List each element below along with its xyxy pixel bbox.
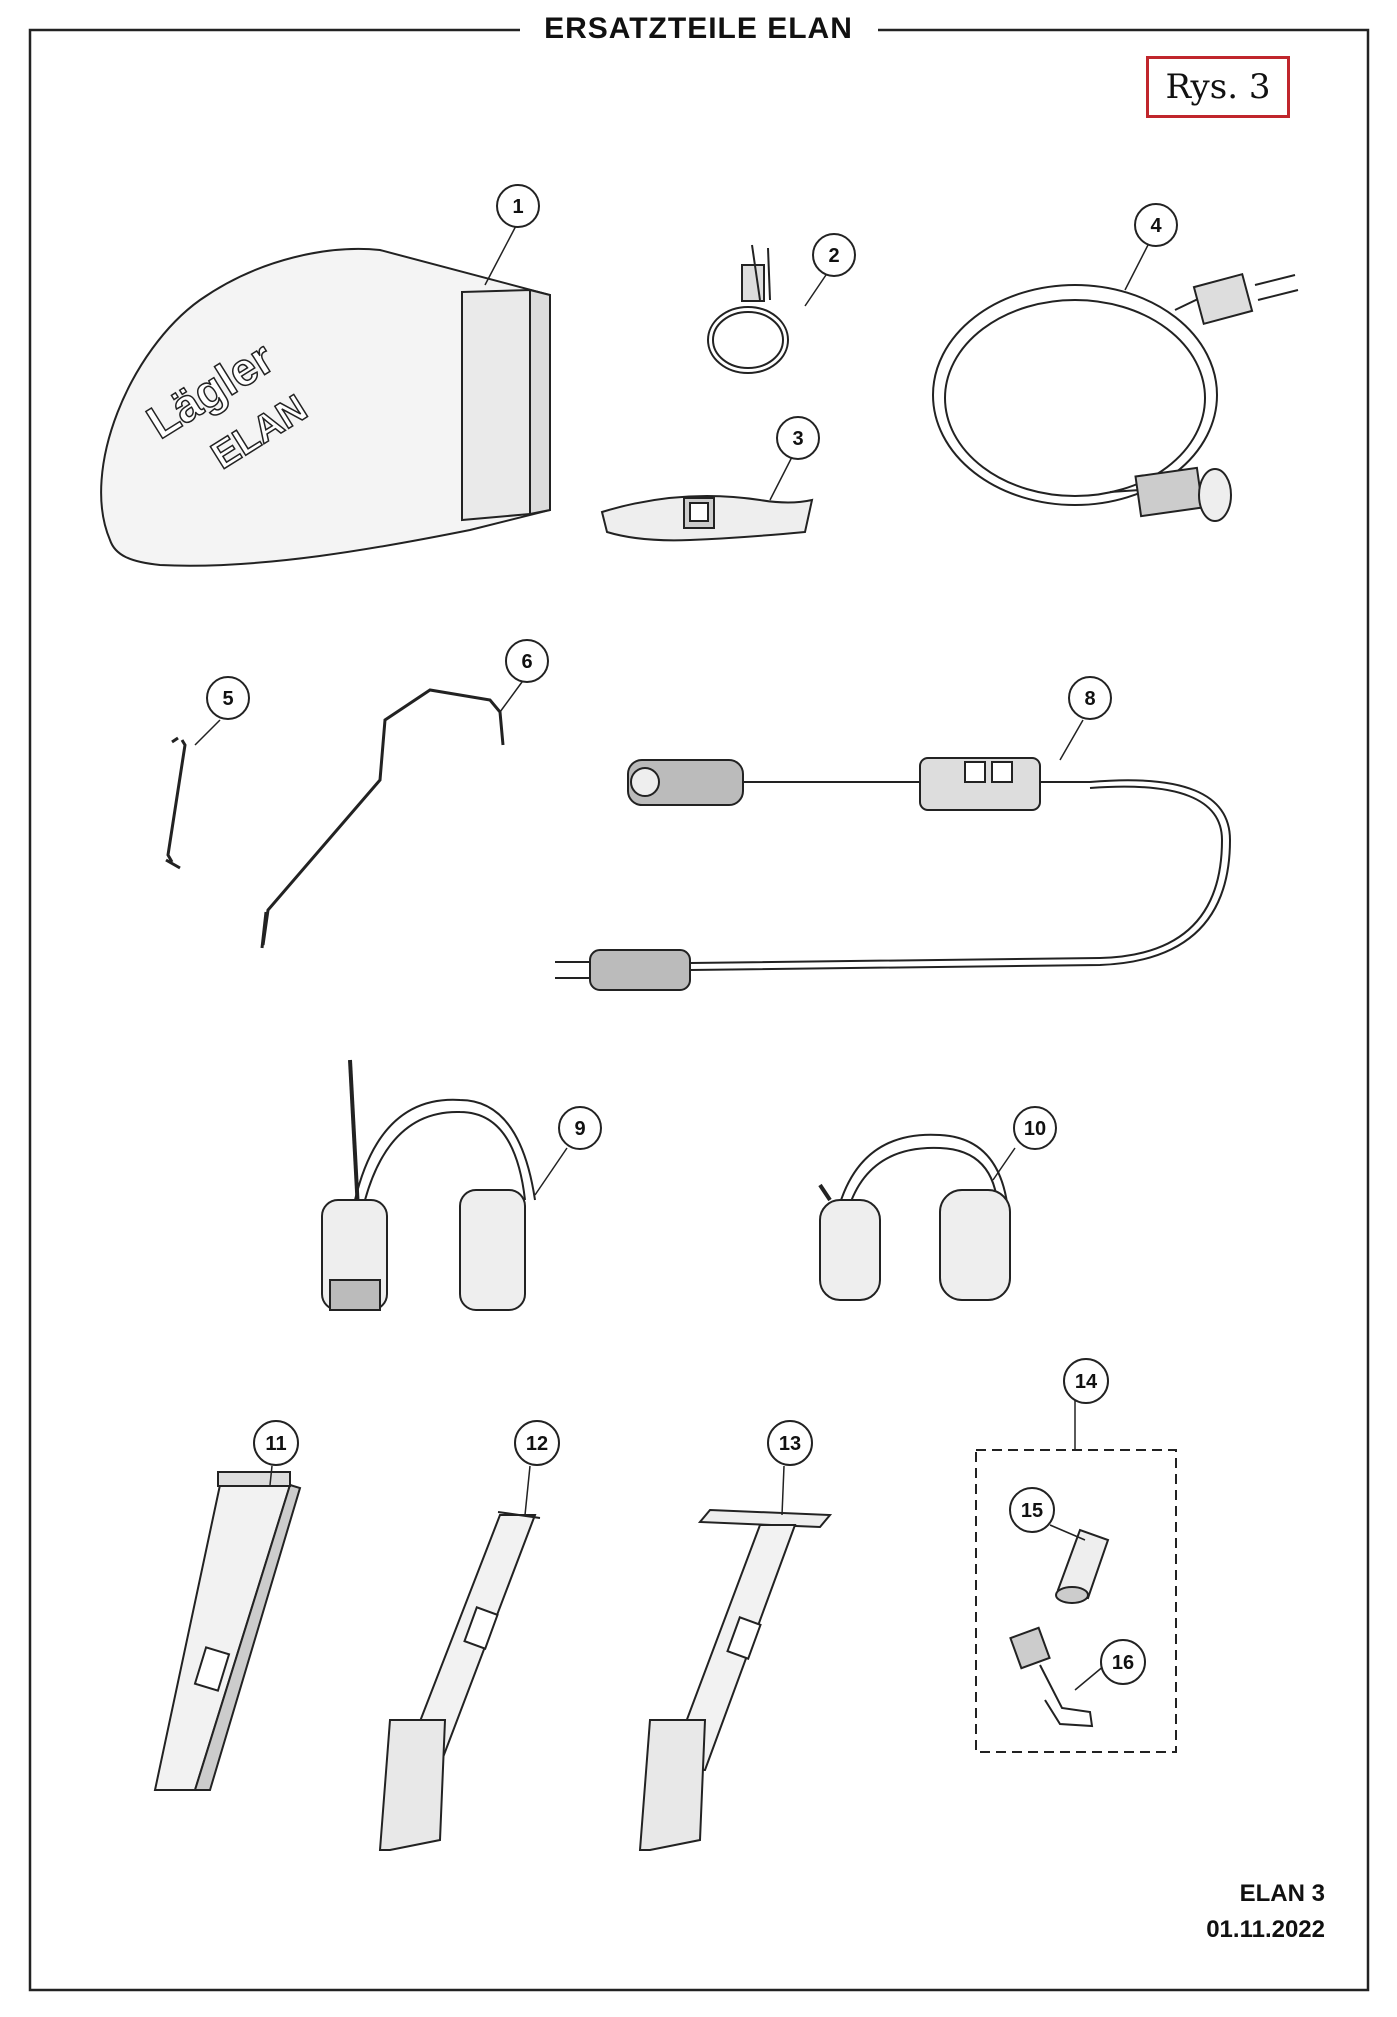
callout-8 bbox=[1068, 676, 1112, 720]
callout-13-label: 13 bbox=[779, 1433, 801, 1455]
part-11-blade bbox=[153, 1471, 302, 1791]
part-3-plate bbox=[600, 495, 814, 542]
part-16-connector bbox=[1009, 1626, 1094, 1728]
callout-2-label: 2 bbox=[828, 245, 839, 267]
part-2-clamp bbox=[707, 244, 789, 374]
callout-12-label: 12 bbox=[526, 1433, 548, 1455]
part-13-holder bbox=[638, 1508, 833, 1851]
callout-2 bbox=[812, 233, 856, 277]
callout-16-label: 16 bbox=[1112, 1652, 1134, 1674]
model-code: ELAN 3 bbox=[1239, 1880, 1325, 1907]
callout-9 bbox=[558, 1106, 602, 1150]
callout-8-label: 8 bbox=[1084, 688, 1095, 710]
callout-5 bbox=[206, 676, 250, 720]
sheet-frame bbox=[28, 28, 1370, 1992]
callout-12 bbox=[514, 1420, 560, 1466]
callout-3-label: 3 bbox=[792, 428, 803, 450]
callout-3 bbox=[776, 416, 820, 460]
leader-lines bbox=[194, 221, 1149, 1691]
callout-6 bbox=[505, 639, 549, 683]
callout-9-label: 9 bbox=[574, 1118, 585, 1140]
callouts bbox=[206, 184, 1178, 1685]
callout-16 bbox=[1100, 1639, 1146, 1685]
callout-labels: 1 2 3 4 5 6 8 9 10 11 12 13 14 15 16 bbox=[222, 196, 1162, 1674]
part-14-set-box bbox=[975, 1449, 1177, 1753]
callout-11 bbox=[253, 1420, 299, 1466]
figure-reference: Rys. 3 bbox=[1146, 56, 1290, 118]
issue-date: 01.11.2022 bbox=[1206, 1916, 1325, 1943]
callout-10 bbox=[1013, 1106, 1057, 1150]
part-6-rod bbox=[260, 688, 505, 949]
callout-4-label: 4 bbox=[1150, 215, 1162, 237]
part-9-headset bbox=[321, 1059, 536, 1311]
document-code: ELAN 3 01.11.2022 bbox=[1206, 1876, 1325, 1948]
part-4-cable bbox=[932, 272, 1299, 522]
callout-4 bbox=[1134, 203, 1178, 247]
callout-14 bbox=[1063, 1358, 1109, 1404]
callout-14-label: 14 bbox=[1075, 1371, 1098, 1393]
sheet-title: ERSATZTEILE ELAN bbox=[0, 12, 1397, 46]
callout-6-label: 6 bbox=[521, 651, 532, 673]
callout-1 bbox=[496, 184, 540, 228]
part-15-sleeve bbox=[1055, 1528, 1110, 1604]
part-10-earmuffs bbox=[818, 1133, 1011, 1301]
callout-1-label: 1 bbox=[512, 196, 523, 218]
callout-15-label: 15 bbox=[1021, 1500, 1043, 1522]
callout-11-label: 11 bbox=[265, 1433, 286, 1455]
part-5-bar bbox=[165, 736, 187, 870]
part-8-remote-cable bbox=[555, 757, 1232, 991]
callout-13 bbox=[767, 1420, 813, 1466]
part-1-cover: Lägler ELAN bbox=[100, 247, 551, 567]
callout-15 bbox=[1009, 1487, 1055, 1533]
callout-5-label: 5 bbox=[222, 688, 233, 710]
part-12-holder bbox=[378, 1511, 541, 1851]
callout-10-label: 10 bbox=[1024, 1118, 1046, 1140]
